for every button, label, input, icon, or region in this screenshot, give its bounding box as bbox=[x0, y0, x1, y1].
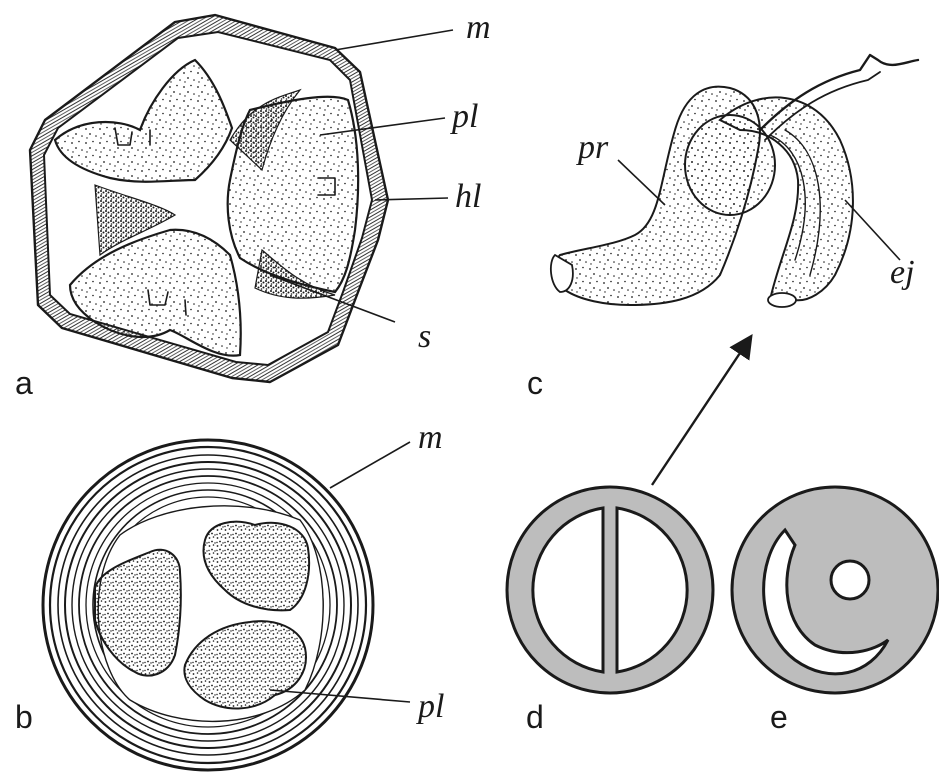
panel-a-label-s: s bbox=[418, 318, 431, 355]
panel-c-leader-ej bbox=[845, 200, 900, 260]
panel-a-label-m: m bbox=[466, 9, 491, 46]
panel-c-label-pr: pr bbox=[576, 129, 609, 166]
panel-a-label-hl: hl bbox=[455, 178, 481, 215]
panel-c: pr ej c bbox=[527, 55, 918, 401]
panel-c-label-ej: ej bbox=[890, 254, 915, 291]
panel-d-letter: d bbox=[526, 699, 544, 735]
panel-b-letter: b bbox=[15, 699, 33, 735]
panel-b: m pl b bbox=[15, 419, 444, 770]
panel-a: m pl hl s a bbox=[15, 9, 491, 401]
panel-b-label-m: m bbox=[418, 419, 443, 456]
panel-c-duct-opening bbox=[768, 293, 796, 307]
panel-e-letter: e bbox=[770, 699, 788, 735]
panel-e-central-lumen bbox=[831, 561, 869, 599]
panel-a-letter: a bbox=[15, 365, 33, 401]
panel-c-letter: c bbox=[527, 365, 543, 401]
panel-b-leader-m bbox=[330, 442, 410, 488]
panel-b-label-pl: pl bbox=[416, 688, 444, 725]
panel-e: e bbox=[732, 487, 938, 735]
panel-d: d bbox=[507, 487, 713, 735]
panel-a-plate-right bbox=[228, 97, 358, 292]
arrow-d-to-c bbox=[652, 338, 750, 485]
panel-a-leader-m bbox=[335, 30, 453, 50]
panel-c-leader-pr bbox=[618, 160, 665, 205]
panel-a-label-pl: pl bbox=[450, 98, 478, 135]
